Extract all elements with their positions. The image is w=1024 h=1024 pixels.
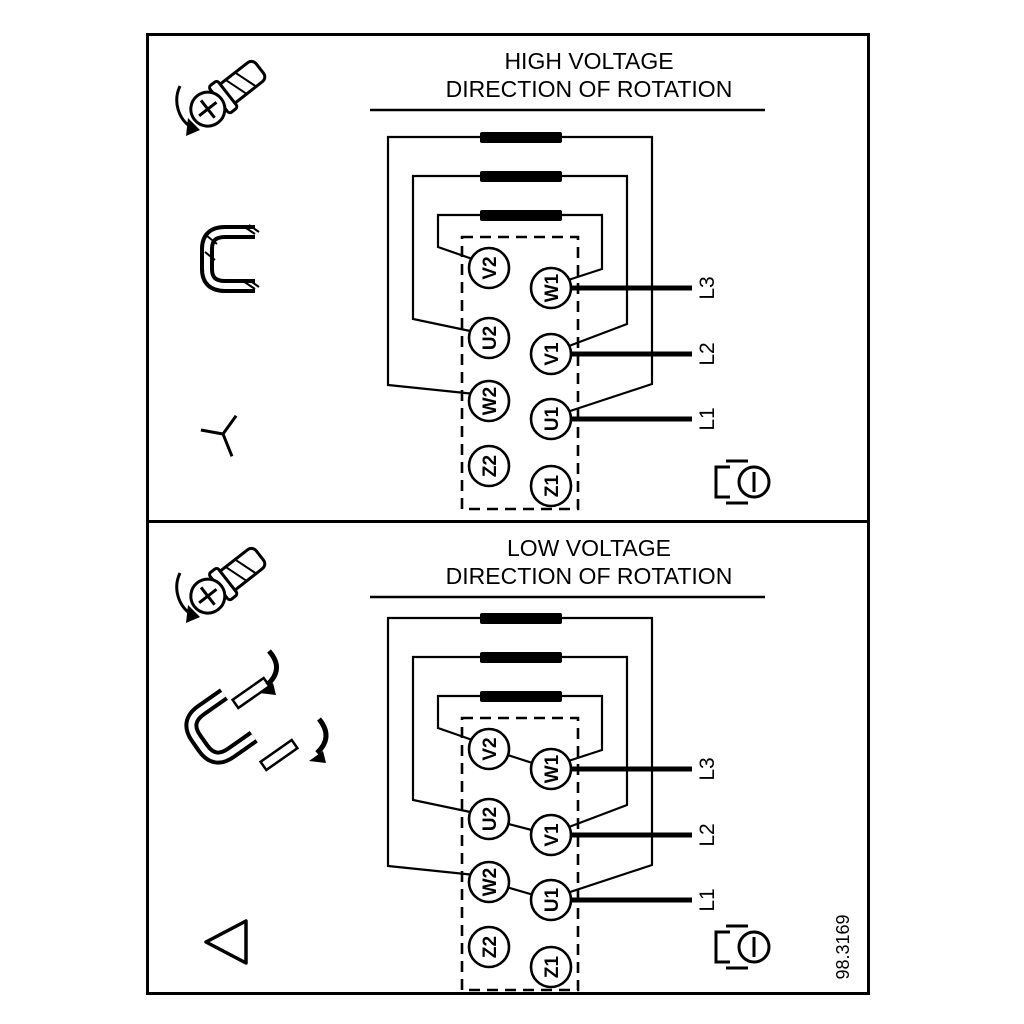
diagram-frame: HIGH VOLTAGE DIRECTION OF ROTATION [146,33,870,995]
panel-title-line2: DIRECTION OF ROTATION [446,563,733,589]
link-bar [480,691,562,702]
terminal-label-w2: W2 [480,868,501,897]
terminal-label-v2: V2 [480,256,501,279]
delta-symbol-icon [204,919,248,965]
terminal-label-u2: U2 [480,326,501,350]
supply-label-l2: L2 [696,342,719,365]
link-bar [480,613,562,624]
supply-line-l3: L3 [551,757,719,781]
supply-line-l3: L3 [551,276,719,300]
winding-wires [386,616,654,902]
link-bar [480,652,562,663]
terminal-label-w2: W2 [480,387,501,416]
terminal-z1: Z1 [529,464,573,508]
panel-high-voltage: HIGH VOLTAGE DIRECTION OF ROTATION [149,36,867,523]
panel-title-line2: DIRECTION OF ROTATION [446,76,733,102]
supply-label-l1: L1 [696,407,719,430]
terminal-u2: U2 [467,797,511,841]
terminal-label-u1: U1 [542,887,563,912]
link-bars [480,132,562,221]
supply-label-l3: L3 [696,757,719,780]
terminal-label-u2: U2 [480,807,501,831]
terminal-label-u1: U1 [542,406,563,431]
link-bar [480,210,562,221]
terminal-screw-icon [714,924,771,970]
terminal-label-z1: Z1 [542,474,563,497]
terminal-label-z2: Z2 [480,936,501,958]
supply-line-l1: L1 [551,407,719,431]
terminal-w2: W2 [467,860,511,904]
terminal-z2: Z2 [467,925,511,969]
link-bar [480,132,562,143]
link-bracket-icon [200,224,260,293]
terminal-u1: U1 [529,397,573,441]
star-symbol-icon [200,414,238,457]
panel-title-line1: LOW VOLTAGE [507,535,671,561]
terminal-z2: Z2 [467,444,511,488]
screw-rotation-icon [175,59,267,136]
panel-title-line1: HIGH VOLTAGE [504,48,673,74]
terminal-label-z1: Z1 [542,955,563,978]
supply-label-l1: L1 [696,888,719,911]
supply-line-l2: L2 [551,342,719,366]
link-bar [480,171,562,182]
terminal-label-w1: W1 [542,273,563,302]
terminal-v1: V1 [529,332,573,376]
terminal-z1: Z1 [529,945,573,989]
terminal-w1: W1 [529,747,573,791]
panel-low-voltage: LOW VOLTAGE DIRECTION OF ROTATION [149,523,867,992]
terminal-block-outline [460,235,580,511]
link-bars [480,613,562,702]
screw-rotation-icon [175,546,267,623]
figure-number: 98.3169 [833,914,853,979]
winding-wires [386,135,654,416]
terminal-label-w1: W1 [542,754,563,783]
link-insertion-icon [184,649,329,772]
terminal-label-v1: V1 [542,342,563,366]
terminal-w1: W1 [529,266,573,310]
supply-label-l2: L2 [696,823,719,846]
supply-line-l1: L1 [551,888,719,912]
terminal-v2: V2 [467,727,511,771]
terminal-w2: W2 [467,379,511,423]
terminal-block-outline [460,716,580,992]
terminal-v1: V1 [529,813,573,857]
supply-label-l3: L3 [696,276,719,299]
supply-line-l2: L2 [551,823,719,847]
terminal-v2: V2 [467,246,511,290]
terminal-label-v2: V2 [480,737,501,760]
terminal-u1: U1 [529,878,573,922]
terminal-label-z2: Z2 [480,455,501,477]
terminal-u2: U2 [467,316,511,360]
terminal-label-v1: V1 [542,823,563,847]
terminal-screw-icon [714,459,771,505]
